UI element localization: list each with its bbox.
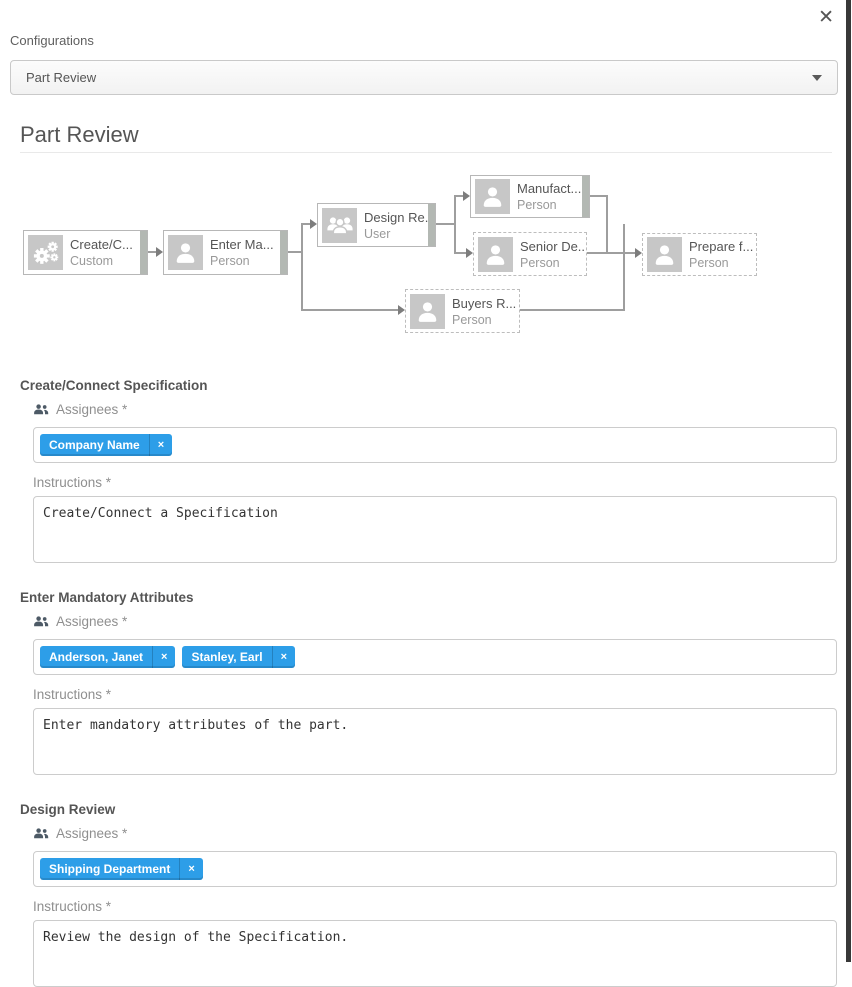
node-title: Create/C... (70, 236, 133, 253)
connector (623, 224, 625, 311)
divider (20, 152, 832, 153)
person-icon (410, 294, 445, 329)
chip-label: Company Name (40, 434, 149, 456)
assignees-input[interactable]: Anderson, Janet × Stanley, Earl × (33, 639, 837, 675)
node-title: Senior De... (520, 238, 586, 255)
chip-remove-icon[interactable]: × (272, 646, 295, 668)
person-icon (647, 237, 682, 272)
instructions-label: Instructions * (33, 899, 852, 914)
chevron-down-icon (812, 75, 822, 81)
scrollbar[interactable] (846, 0, 851, 962)
workflow-node-prepare[interactable]: Prepare f... Person (642, 233, 757, 276)
arrowhead-icon (463, 191, 470, 201)
gears-icon (28, 235, 63, 270)
instructions-textarea[interactable]: Enter mandatory attributes of the part. (33, 708, 837, 775)
close-icon[interactable]: ✕ (818, 8, 834, 27)
assignees-input[interactable]: Company Name × (33, 427, 837, 463)
workflow-node-senior-designer[interactable]: Senior De... Person (473, 232, 587, 276)
node-subtitle: Person (689, 255, 753, 271)
instructions-label: Instructions * (33, 475, 852, 490)
connector (436, 223, 455, 225)
users-icon (33, 827, 49, 840)
arrowhead-icon (466, 248, 473, 258)
connector (301, 223, 303, 310)
section-heading: Enter Mandatory Attributes (20, 590, 852, 605)
connector (587, 252, 607, 254)
chip-remove-icon[interactable]: × (152, 646, 175, 668)
node-title: Design Re... (364, 209, 435, 226)
section-heading: Design Review (20, 802, 852, 817)
assignee-chip: Anderson, Janet × (40, 646, 175, 668)
chip-label: Stanley, Earl (182, 646, 271, 668)
chip-remove-icon[interactable]: × (149, 434, 172, 456)
section-create-connect-specification: Create/Connect Specification Assignees *… (0, 378, 852, 563)
person-icon (478, 237, 513, 272)
node-subtitle: Custom (70, 253, 133, 269)
connector (606, 195, 608, 254)
node-edge-strip (280, 231, 287, 274)
node-subtitle: Person (452, 312, 516, 328)
section-design-review: Design Review Assignees * Shipping Depar… (0, 802, 852, 987)
connector (288, 251, 302, 253)
connector (520, 309, 624, 311)
chip-remove-icon[interactable]: × (179, 858, 202, 880)
configuration-select[interactable]: Part Review (10, 60, 838, 95)
connector (590, 195, 607, 197)
node-edge-strip (140, 231, 147, 274)
node-edge-strip (582, 176, 589, 217)
assignee-chip: Stanley, Earl × (182, 646, 295, 668)
users-icon (33, 615, 49, 628)
arrowhead-icon (635, 248, 642, 258)
node-title: Buyers R... (452, 295, 516, 312)
task-form: Create/Connect Specification Assignees *… (0, 360, 852, 987)
page-title: Part Review (20, 122, 139, 148)
users-icon (33, 403, 49, 416)
node-subtitle: Person (210, 253, 274, 269)
workflow-node-buyers-review[interactable]: Buyers R... Person (405, 289, 520, 333)
workflow-node-manufacturing[interactable]: Manufact... Person (470, 175, 590, 218)
node-subtitle: Person (517, 197, 581, 213)
group-icon (322, 208, 357, 243)
node-title: Prepare f... (689, 238, 753, 255)
assignees-input[interactable]: Shipping Department × (33, 851, 837, 887)
arrowhead-icon (156, 247, 163, 257)
section-heading: Create/Connect Specification (20, 378, 852, 393)
instructions-textarea[interactable]: Create/Connect a Specification (33, 496, 837, 563)
node-subtitle: User (364, 226, 435, 242)
connector (454, 195, 456, 254)
workflow-diagram: Create/C... Custom Enter Ma... Person (0, 160, 852, 346)
configuration-select-value: Part Review (26, 70, 96, 85)
assignees-label: Assignees * (33, 402, 852, 417)
assignee-chip: Shipping Department × (40, 858, 203, 880)
assignees-label: Assignees * (33, 614, 852, 629)
workflow-node-create-connect[interactable]: Create/C... Custom (23, 230, 148, 275)
chip-label: Anderson, Janet (40, 646, 152, 668)
instructions-textarea[interactable]: Review the design of the Specification. (33, 920, 837, 987)
assignees-label-text: Assignees * (56, 826, 127, 841)
arrowhead-icon (398, 305, 405, 315)
node-edge-strip (428, 204, 435, 246)
assignees-label-text: Assignees * (56, 614, 127, 629)
arrowhead-icon (310, 219, 317, 229)
configurations-label: Configurations (10, 33, 94, 48)
assignees-label-text: Assignees * (56, 402, 127, 417)
workflow-node-enter-mandatory[interactable]: Enter Ma... Person (163, 230, 288, 275)
chip-label: Shipping Department (40, 858, 179, 880)
node-subtitle: Person (520, 255, 586, 271)
instructions-label: Instructions * (33, 687, 852, 702)
assignees-label: Assignees * (33, 826, 852, 841)
section-enter-mandatory-attributes: Enter Mandatory Attributes Assignees * A… (0, 590, 852, 775)
node-title: Enter Ma... (210, 236, 274, 253)
person-icon (168, 235, 203, 270)
connector (301, 309, 399, 311)
assignee-chip: Company Name × (40, 434, 172, 456)
person-icon (475, 179, 510, 214)
node-title: Manufact... (517, 180, 581, 197)
workflow-node-design-review[interactable]: Design Re... User (317, 203, 436, 247)
